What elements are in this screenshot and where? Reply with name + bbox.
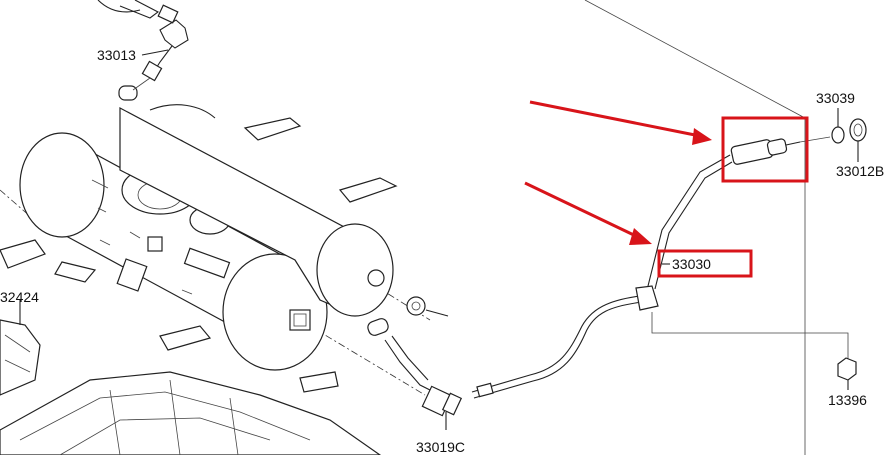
fitting-assembly <box>730 108 867 165</box>
highlight-box-fitting <box>721 116 809 183</box>
valve-assembly <box>367 296 463 430</box>
nut-13396 <box>837 357 857 390</box>
highlight-box-33030 <box>657 249 753 278</box>
annotations <box>524 100 809 278</box>
skid-plate <box>0 371 382 455</box>
label-32424: 32424 <box>0 289 39 305</box>
arrow-head-upper <box>692 128 712 145</box>
label-33039: 33039 <box>816 90 855 106</box>
fuel-tank-secondary <box>119 104 394 317</box>
label-33030: 33030 <box>672 256 711 272</box>
fuel-line-33030 <box>471 154 733 399</box>
label-33019c: 33019C <box>416 439 465 455</box>
label-33013: 33013 <box>97 47 136 63</box>
bracket-32424 <box>0 300 41 396</box>
arrow-head-lower <box>629 228 652 245</box>
leader-lines <box>141 49 670 265</box>
label-33012b: 33012B <box>836 163 884 179</box>
reference-lines <box>0 0 849 455</box>
upper-sensor-assembly <box>97 0 189 101</box>
mounting-brackets <box>0 117 398 393</box>
label-13396: 13396 <box>828 392 867 408</box>
